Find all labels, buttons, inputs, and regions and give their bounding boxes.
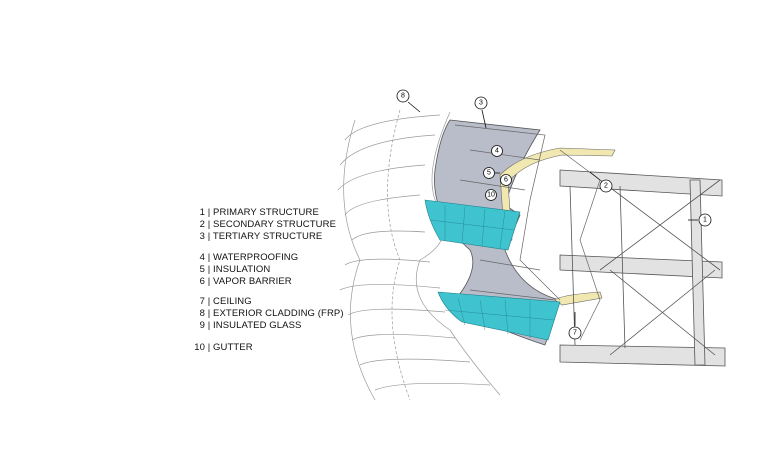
exterior-cladding — [337, 109, 501, 401]
callout-1: 1 — [703, 217, 707, 224]
legend-item: 5 | INSULATION — [199, 264, 271, 275]
callout-3: 3 — [479, 100, 483, 107]
legend-item: 6 | VAPOR BARRIER — [199, 276, 292, 287]
callout-5: 5 — [487, 170, 491, 177]
callout-6: 6 — [504, 177, 508, 184]
legend-item: 3 | TERTIARY STRUCTURE — [199, 231, 323, 242]
callout-10: 10 — [487, 192, 495, 199]
insulated-glass-panels — [424, 199, 561, 341]
legend-item: 8 | EXTERIOR CLADDING (FRP) — [199, 308, 344, 319]
callout-7: 7 — [573, 330, 577, 337]
callout-2: 2 — [604, 183, 608, 190]
callout-markers: 8 3 4 5 6 10 2 1 7 — [396, 89, 712, 340]
legend-item: 1 | PRIMARY STRUCTURE — [199, 207, 319, 218]
callout-4: 4 — [495, 148, 499, 155]
primary-structure — [559, 169, 726, 367]
legend-item: 7 | CEILING — [199, 296, 252, 307]
callout-8: 8 — [401, 93, 405, 100]
legend-item: 2 | SECONDARY STRUCTURE — [199, 219, 337, 230]
legend-item: 9 | INSULATED GLASS — [199, 320, 302, 331]
legend-item: 4 | WATERPROOFING — [199, 252, 299, 263]
legend-item: 10 | GUTTER — [194, 342, 253, 353]
secondary-structure — [454, 124, 601, 341]
